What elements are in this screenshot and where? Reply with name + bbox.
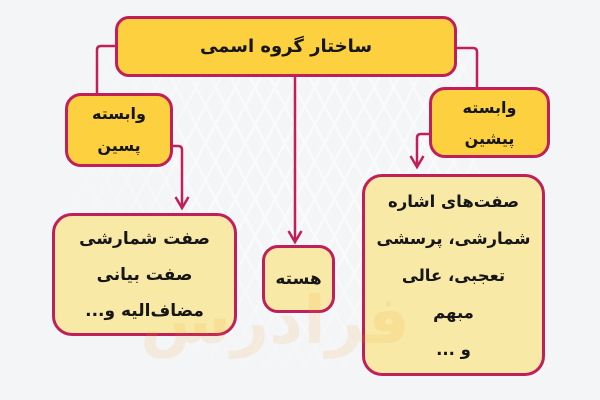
node-post-dependent-examples: صفت شمارشی صفت بیانی مضاف‌الیه و... (52, 213, 237, 336)
node-head-label: هسته (275, 269, 322, 289)
connector-pre-dependent-to-examples (415, 132, 430, 165)
node-root-label: ساختار گروه اسمی (199, 36, 373, 57)
node-post-dependent-line2: پسین (97, 136, 141, 155)
node-head: هسته (262, 245, 335, 313)
pre-examples-line5: و ... (436, 339, 471, 359)
connector-root-to-pre-dependent (457, 46, 479, 88)
node-pre-dependent-examples: صفت‌های اشاره شمارشی، پرسشی تعجبی، عالی … (362, 174, 545, 376)
node-pre-dependent-line1: وابسته (462, 97, 517, 117)
node-pre-dependent: وابسته پیشین (429, 87, 550, 158)
pre-examples-line4: مبهم (433, 302, 474, 322)
arrowhead-pre-dependent-to-examples (409, 155, 425, 170)
arrowhead-post-dependent-to-examples (174, 196, 190, 211)
node-post-dependent-line1: وابسته (92, 104, 146, 123)
node-post-dependent: وابسته پسین (65, 93, 173, 167)
post-examples-line2: صفت بیانی (96, 264, 193, 285)
pre-examples-line1: صفت‌های اشاره (387, 191, 520, 211)
pre-examples-line3: تعجبی، عالی (401, 265, 506, 285)
connector-post-dependent-to-examples (172, 144, 184, 206)
connector-root-to-post-dependent (95, 44, 115, 94)
post-examples-line1: صفت شمارشی (79, 228, 210, 249)
arrowhead-root-to-head (287, 230, 303, 245)
node-root-title: ساختار گروه اسمی (115, 16, 457, 77)
pre-examples-line2: شمارشی، پرسشی (376, 228, 531, 248)
node-pre-dependent-line2: پیشین (464, 128, 515, 148)
post-examples-line3: مضاف‌الیه و... (85, 300, 204, 321)
